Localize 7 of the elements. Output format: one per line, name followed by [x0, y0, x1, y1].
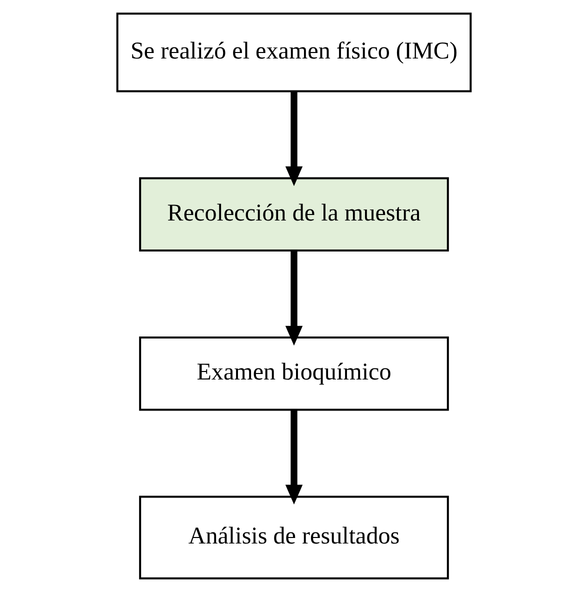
node-box: Recolección de la muestra — [138, 177, 448, 252]
arrow — [284, 410, 302, 505]
arrow — [284, 92, 302, 186]
node-box: Examen bioquímico — [138, 336, 448, 411]
arrow — [284, 250, 302, 346]
node-box: Se realizó el examen físico (IMC) — [116, 12, 472, 92]
node-box: Análisis de resultados — [138, 496, 448, 580]
